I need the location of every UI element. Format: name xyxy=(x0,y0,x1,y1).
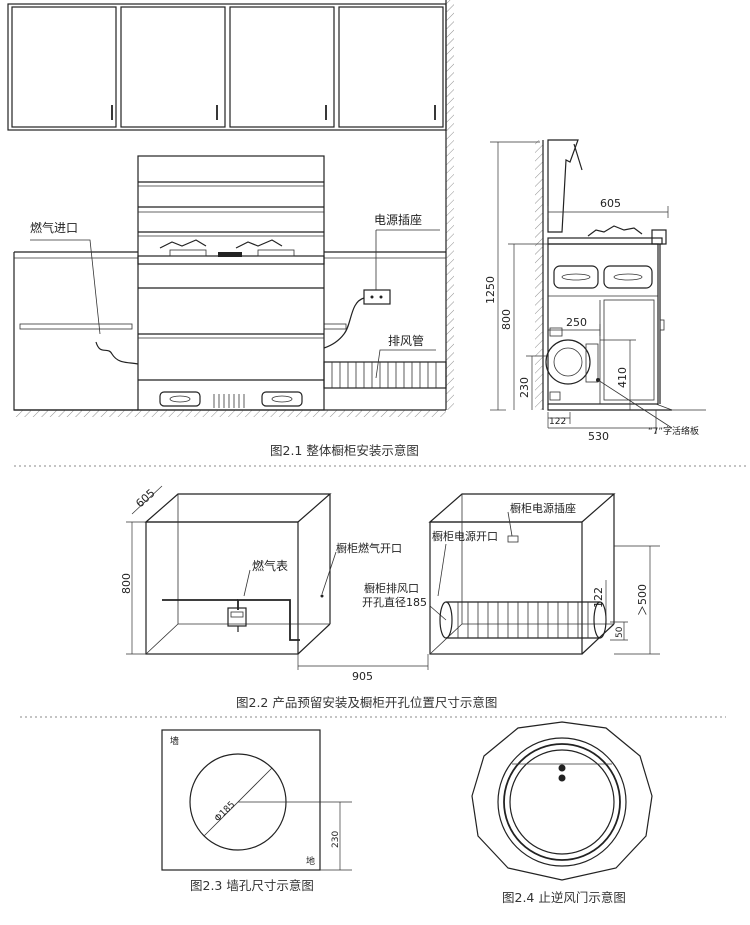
side-dim-605: 605 xyxy=(600,197,621,210)
figure-2-4: 图2.4 止逆风门示意图 xyxy=(471,721,653,905)
cab-dim-500: ＞500 xyxy=(636,584,649,616)
gas-meter: 燃气表 xyxy=(162,558,300,641)
figure-2-2-caption: 图2.2 产品预留安装及橱柜开孔位置尺寸示意图 xyxy=(236,695,497,710)
cab-dim-50: 50 xyxy=(615,626,625,638)
wall-panel xyxy=(161,729,321,871)
side-dim-1250: 1250 xyxy=(484,276,497,304)
exhaust-opening-label-2: 开孔直径185 xyxy=(362,595,427,609)
side-dim-800: 800 xyxy=(500,309,513,330)
check-valve-ring-3 xyxy=(509,749,615,855)
floor-label: 地 xyxy=(306,855,315,867)
exhaust-pipe-label: 排风管 xyxy=(388,333,424,348)
check-valve-ring-2 xyxy=(503,743,621,861)
exhaust-duct xyxy=(439,601,607,639)
wall-hatch xyxy=(446,0,454,410)
side-dim-122: 122 xyxy=(549,417,566,427)
gas-opening-label: 橱柜燃气开口 xyxy=(336,541,402,555)
wall-hole-diameter: Φ185 xyxy=(213,800,237,824)
side-dim-250: 250 xyxy=(566,316,587,329)
seven-board-label: “7”字活络板 xyxy=(648,425,699,437)
power-socket-label: 电源插座 xyxy=(374,212,422,227)
figure-2-3-caption: 图2.3 墙孔尺寸示意图 xyxy=(190,878,314,893)
check-valve-outer xyxy=(471,721,653,881)
floor-hatch xyxy=(14,410,446,417)
gas-meter-label: 燃气表 xyxy=(252,558,288,573)
wall-hole-dim-230: 230 xyxy=(331,831,341,848)
gas-inlet-label: 燃气进口 xyxy=(30,220,78,235)
gas-inlet: 燃气进口 xyxy=(30,220,139,365)
power-socket: 电源插座 xyxy=(323,212,440,349)
check-valve-pin-2 xyxy=(558,774,566,782)
power-socket-label-2: 橱柜电源插座 xyxy=(510,501,576,515)
cabinet-box-left xyxy=(144,493,332,655)
wall-label: 墙 xyxy=(170,735,179,747)
cab-dim-122: 122 xyxy=(592,587,605,608)
check-valve-ring-1 xyxy=(497,737,627,867)
diameter-line xyxy=(203,767,273,837)
side-dim-230: 230 xyxy=(518,377,531,398)
figure-2-3: 墙 地 Φ185 230 图2.3 墙孔尺寸示意图 xyxy=(161,729,352,893)
base-cabinets xyxy=(13,251,446,411)
side-dim-530: 530 xyxy=(588,430,609,443)
figure-2-1: 燃气进口 电源插座 排风管 xyxy=(7,0,706,458)
side-dim-410: 410 xyxy=(616,367,629,388)
cab-dim-905: 905 xyxy=(352,670,373,683)
integrated-stove xyxy=(137,155,325,411)
cab-dim-800: 800 xyxy=(120,573,133,594)
wall-cabinets xyxy=(7,3,447,131)
exhaust-opening-label-1: 橱柜排风口 xyxy=(364,581,419,595)
figure-2-4-caption: 图2.4 止逆风门示意图 xyxy=(502,890,626,905)
power-opening-label: 橱柜电源开口 xyxy=(432,529,498,543)
side-view-dimensions: 605 1250 800 230 250 410 xyxy=(484,141,699,443)
cab-dim-605: 605 xyxy=(133,487,157,511)
exhaust-pipe: 排风管 xyxy=(323,333,447,389)
figure-2-1-caption: 图2.1 整体橱柜安装示意图 xyxy=(270,443,419,458)
figure-2-2: 605 800 燃气表 橱柜燃气开口 905 橱柜排风口 开孔直径185 xyxy=(120,485,660,710)
check-valve-pin-1 xyxy=(558,764,566,772)
